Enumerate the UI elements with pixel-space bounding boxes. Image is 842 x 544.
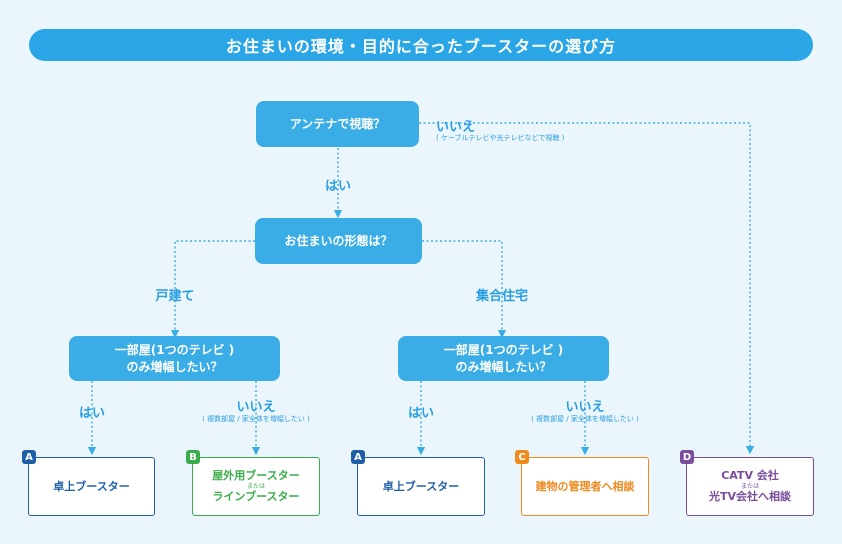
question-antenna: アンテナで視聴？ (256, 101, 419, 147)
question-antenna-text: アンテナで視聴？ (289, 116, 386, 131)
label-right-yes: はい (407, 406, 434, 421)
question-line2: のみ増幅したい？ (126, 359, 223, 374)
result-text: 卓上ブースター (53, 479, 130, 493)
question-single-room-right: 一部屋(1つのテレビ ) のみ増幅したい？ (398, 336, 609, 381)
question-line1: 一部屋(1つのテレビ ) (114, 342, 235, 357)
result-line2: 光TV会社へ相談 (708, 490, 792, 503)
result-or: または (740, 483, 759, 490)
badge-a-left: A (22, 450, 36, 464)
note-right-no: ( 複数部屋 / 家全体を増幅したい ) (531, 415, 639, 423)
label-left-yes: はい (78, 406, 105, 421)
result-text: 卓上ブースター (382, 479, 460, 493)
label-apartment: 集合住宅 (475, 289, 528, 304)
question-single-room-left: 一部屋(1つのテレビ ) のみ増幅したい？ (69, 336, 280, 381)
result-line1: CATV 会社 (721, 469, 779, 482)
label-q1-no: いいえ (436, 120, 476, 135)
note-q1-no: ( ケーブルテレビや光テレビなどで視聴 ) (436, 134, 565, 142)
label-left-no: いいえ (236, 400, 276, 415)
result-outdoor-booster: 屋外用ブースター または ラインブースター (192, 457, 320, 516)
result-desktop-booster-right: 卓上ブースター (357, 457, 485, 516)
question-line1: 一部屋(1つのテレビ ) (443, 342, 564, 357)
result-line1: 屋外用ブースター (212, 469, 300, 482)
badge-a-right: A (351, 450, 365, 464)
page-title: お住まいの環境・目的に合ったブースターの選び方 (29, 29, 813, 61)
result-text: 建物の管理者へ相談 (535, 479, 635, 493)
result-line2: ラインブースター (212, 490, 300, 503)
result-consult-manager: 建物の管理者へ相談 (521, 457, 649, 516)
label-right-no: いいえ (565, 400, 605, 415)
question-line2: のみ増幅したい？ (455, 359, 552, 374)
note-left-no: ( 複数部屋 / 家全体を増幅したい ) (202, 415, 310, 423)
result-consult-catv: CATV 会社 または 光TV会社へ相談 (686, 457, 814, 516)
question-residence-text: お住まいの形態は？ (284, 233, 393, 248)
label-q1-yes: はい (324, 179, 351, 194)
result-or: または (246, 483, 265, 490)
label-detached: 戸建て (155, 289, 195, 304)
badge-d: D (680, 450, 694, 464)
badge-c: C (515, 450, 529, 464)
question-residence: お住まいの形態は？ (255, 218, 422, 264)
result-desktop-booster-left: 卓上ブースター (28, 457, 155, 516)
badge-b: B (186, 450, 200, 464)
